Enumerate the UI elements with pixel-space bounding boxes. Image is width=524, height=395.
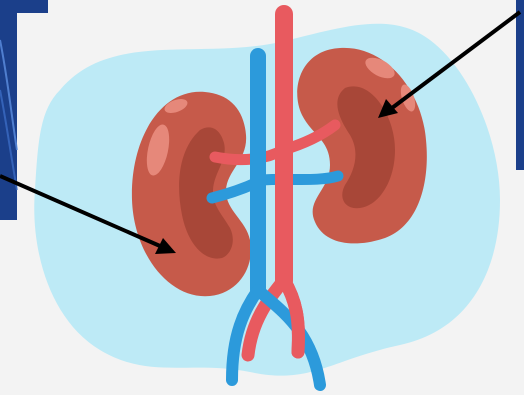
corner-image-right — [516, 0, 524, 170]
background-blob — [34, 24, 500, 376]
